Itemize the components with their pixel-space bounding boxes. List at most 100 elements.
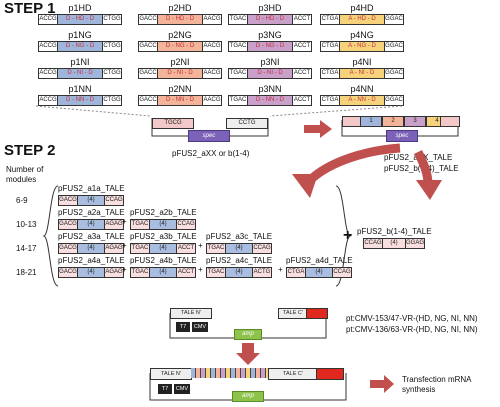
module-label: p2NI <box>170 57 190 67</box>
modules-header: Number of modules <box>6 165 44 184</box>
assembled-segment: 2 <box>382 116 404 127</box>
assembly-plasmid-module: TGAC(4)ACCT <box>130 267 196 278</box>
assembly-plasmid-module: GACG(4)AGAG <box>58 243 124 254</box>
assembly-plasmid-name: pFUS2_a1a_TALE <box>58 184 125 193</box>
assembly-plasmid-module: TGAC(4)CCAG <box>130 219 196 230</box>
repeat-unit <box>221 368 226 378</box>
vector-left-site: TGCG <box>152 118 194 129</box>
assembly-plasmid-module: GACG(4)AGAG <box>58 219 124 230</box>
dest-cmv-icon: CMV <box>192 322 208 332</box>
repeat-unit <box>251 368 256 378</box>
module-range-label: 14-17 <box>16 244 37 253</box>
module-label: p4NG <box>350 30 374 40</box>
assembled-segment: 3 <box>404 116 426 127</box>
repeat-unit <box>231 368 236 378</box>
repeat-unit <box>261 368 266 378</box>
plus-sign: + <box>122 217 127 226</box>
final-label: Transfection mRNA synthesis <box>402 375 472 394</box>
dest-t7-icon: T7 <box>176 322 190 332</box>
assembly-plasmid-module: TGAC(4)ACCT <box>130 243 196 254</box>
b-plasmid-name: pFUS2_b(1-4)_TALE <box>357 227 432 236</box>
dest-tale-c: TALE C' <box>278 308 308 319</box>
b-plasmid-module: CCAG (4) GGAG <box>363 238 425 249</box>
vector-plasmid: TGCG CCTG spec <box>150 118 270 142</box>
arrow-right-final-icon <box>370 375 394 393</box>
vector-right-site: CCTG <box>226 118 268 129</box>
assembled-right-cap <box>440 116 460 127</box>
assembly-plasmid-name: pFUS2_a3c_TALE <box>206 232 273 241</box>
module-label: p1HD <box>68 3 92 13</box>
plus-sign: + <box>198 241 203 250</box>
assembly-plasmid-name: pFUS2_a3b_TALE <box>130 232 197 241</box>
arrow-down-icon <box>236 343 260 365</box>
module-label: p2HD <box>168 3 192 13</box>
final-tale-plasmid: TALE N' TALE C' T7 CMV amp <box>148 368 348 406</box>
module-label: p1NI <box>70 57 90 67</box>
bracket-left <box>42 185 59 287</box>
assembly-plasmid-name: pFUS2_a2a_TALE <box>58 208 125 217</box>
dest-name-2: pt:CMV-136/63-VR-(HD, NG, NI, NN) <box>346 325 478 334</box>
plus-sign: + <box>122 265 127 274</box>
repeat-unit <box>241 368 246 378</box>
assembly-plasmid-name: pFUS2_a4a_TALE <box>58 256 125 265</box>
repeat-unit <box>256 368 261 378</box>
plus-sign: + <box>278 265 283 274</box>
final-red-box <box>316 368 344 380</box>
module-label: p3HD <box>258 3 282 13</box>
module-label: p3NG <box>258 30 282 40</box>
final-tale-c: TALE C' <box>268 368 318 380</box>
repeat-unit <box>226 368 231 378</box>
repeat-unit <box>191 368 196 378</box>
plus-sign: + <box>343 227 353 244</box>
dest-name-1: pt:CMV-153/47-VR-(HD, NG, NI, NN) <box>346 314 478 323</box>
arrow-right-icon <box>304 120 332 138</box>
destination-vector: TALE N' TALE C' T7 CMV amp <box>168 308 328 344</box>
dest-amp-gene: amp <box>234 329 262 340</box>
assembled-left-cap <box>342 116 362 127</box>
assembly-plasmid-module: TGAC(4)CCAG <box>206 243 272 254</box>
spec-gene: spec <box>188 130 230 142</box>
assembly-plasmid-module: GACG(4)AGAG <box>58 267 124 278</box>
curved-arrows <box>292 143 442 200</box>
step1-title: STEP 1 <box>4 0 56 17</box>
plus-sign: + <box>198 265 203 274</box>
module-label: p4NI <box>352 57 372 67</box>
grid-connector <box>35 105 403 117</box>
repeat-unit <box>206 368 211 378</box>
vector-name: pFUS2_aXX or b(1-4) <box>172 149 250 158</box>
repeat-unit <box>216 368 221 378</box>
assembly-plasmid-module: CTGA(4)CCAG <box>286 267 352 278</box>
assembly-plasmid-module: GACG(4)CCAG <box>58 195 124 206</box>
assembly-plasmid-name: pFUS2_a2b_TALE <box>130 208 197 217</box>
module-label: p1NN <box>68 84 92 94</box>
plus-sign: + <box>122 241 127 250</box>
assembled-segment: 1 <box>360 116 382 127</box>
assembly-plasmid-name: pFUS2_a4b_TALE <box>130 256 197 265</box>
module-label: p4NN <box>350 84 374 94</box>
assembly-plasmid-name: pFUS2_a3a_TALE <box>58 232 125 241</box>
module-range-label: 10-13 <box>16 220 37 229</box>
dest-tale-n: TALE N' <box>170 308 212 319</box>
dest-red-box <box>306 308 328 319</box>
repeat-unit <box>236 368 241 378</box>
final-cmv-icon: CMV <box>174 384 190 394</box>
module-range-label: 6-9 <box>16 196 28 205</box>
final-tale-n: TALE N' <box>150 368 192 380</box>
module-label: p3NI <box>260 57 280 67</box>
final-t7-icon: T7 <box>158 384 172 394</box>
